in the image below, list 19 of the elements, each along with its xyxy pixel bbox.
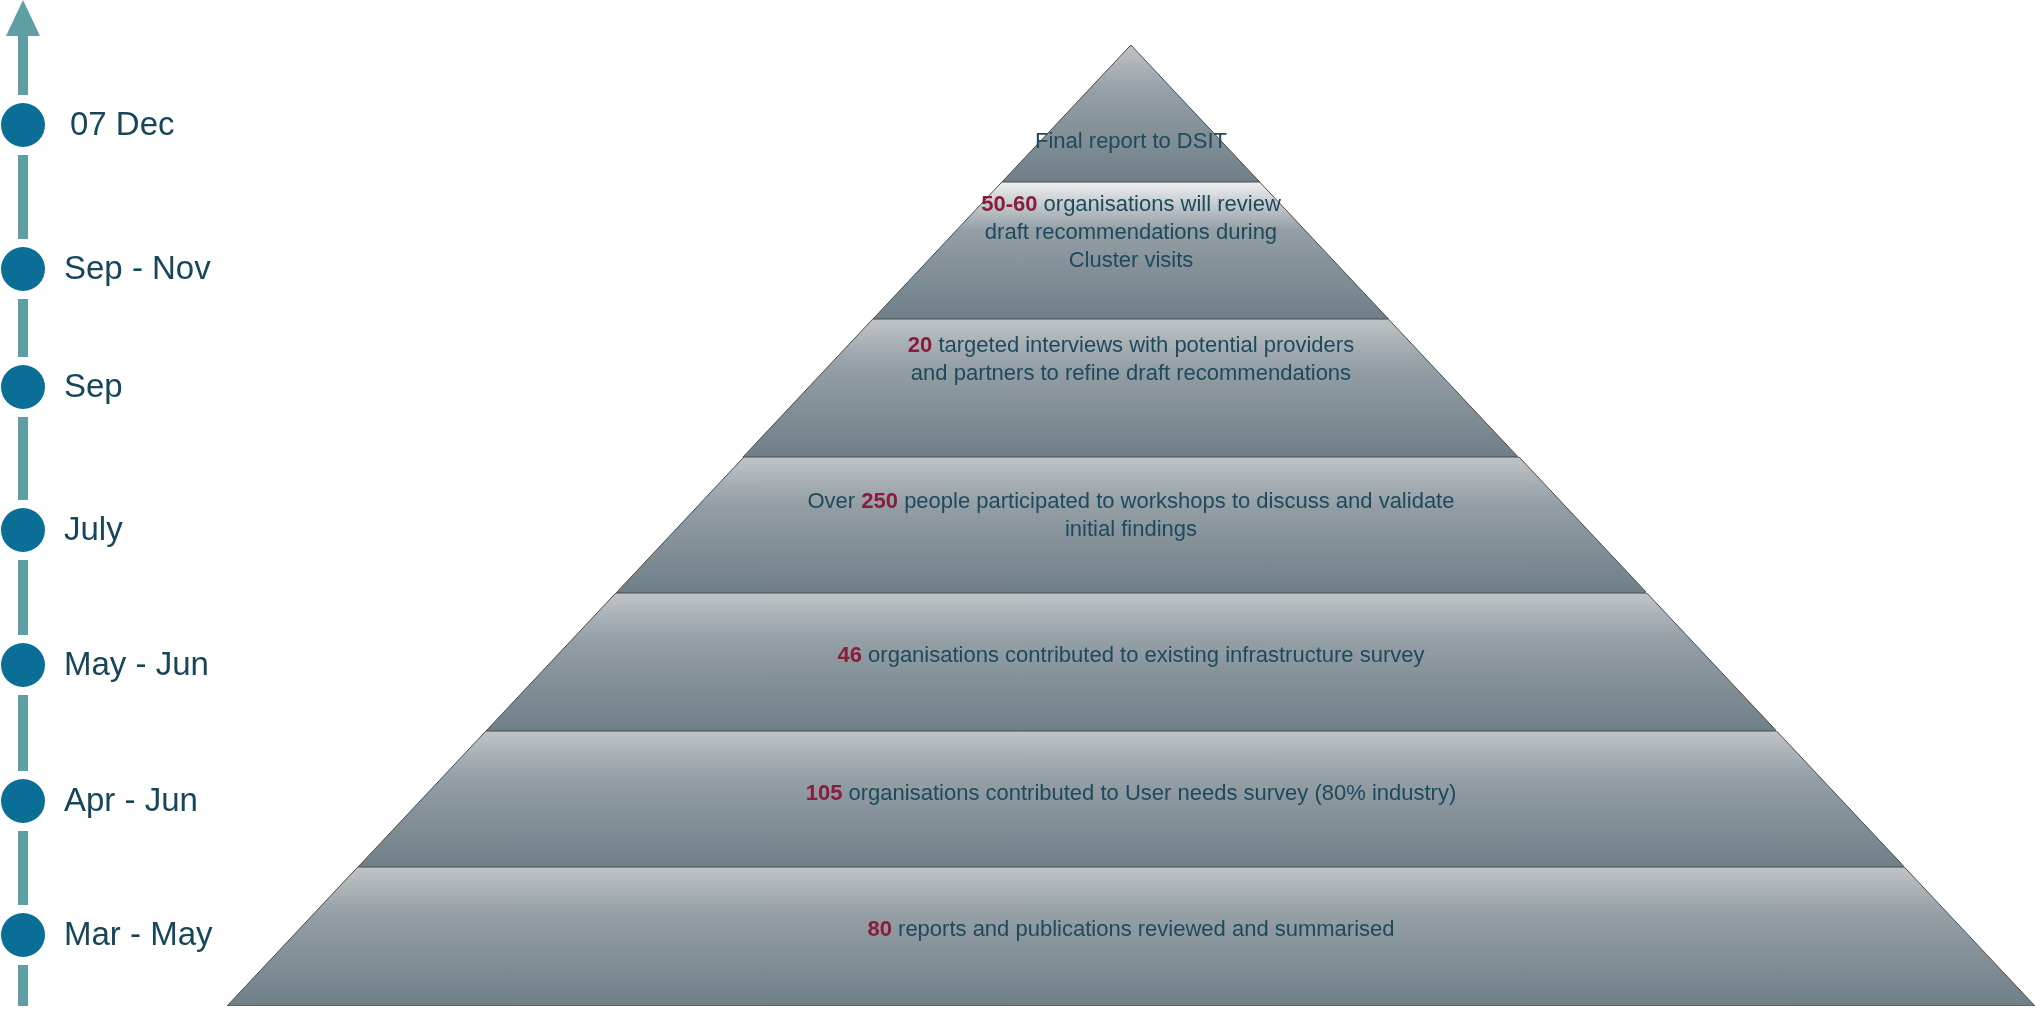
pyramid-layer [743, 319, 1519, 457]
date-label: July [64, 510, 123, 548]
pyramid-layer [357, 731, 1905, 867]
layer-text: Over 250 people participated to workshops to discuss and validate initial findings [806, 487, 1456, 543]
date-label: Apr - Jun [64, 781, 198, 819]
date-label: Sep - Nov [64, 249, 211, 287]
date-label: Mar - May [64, 915, 213, 953]
layer-text: 46 organisations contributed to existing infrastructure survey [836, 641, 1426, 669]
date-label: Sep [64, 367, 123, 405]
layer-text: 80 reports and publications reviewed and summarised [866, 915, 1396, 943]
pyramid-layer [615, 457, 1647, 593]
date-label: May - Jun [64, 645, 209, 683]
pyramid-layer [227, 867, 2035, 1006]
layer-text: 50-60 organisations will review draft recommendations during Cluster visits [980, 190, 1282, 274]
layer-text: 105 organisations contributed to User needs survey (80% industry) [804, 779, 1458, 807]
pyramid-layer [1002, 45, 1260, 182]
date-label: 07 Dec [70, 105, 175, 143]
layer-text: 20 targeted interviews with potential providers and partners to refine draft recommendations [906, 331, 1356, 387]
pyramid-layer [485, 593, 1777, 731]
